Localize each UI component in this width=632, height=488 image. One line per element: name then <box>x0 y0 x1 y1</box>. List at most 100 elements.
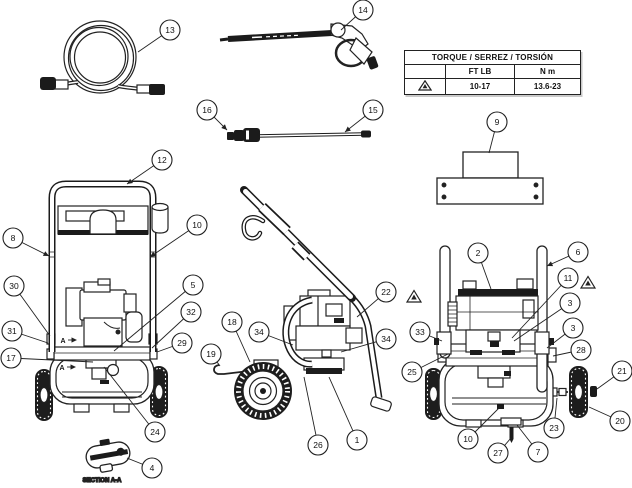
svg-text:17: 17 <box>6 353 16 363</box>
svg-text:26: 26 <box>313 440 323 450</box>
callout-28: 28 <box>552 339 592 361</box>
callout-13: 13 <box>137 19 181 53</box>
callout-24: 24 <box>103 366 166 443</box>
callout-20: 20 <box>588 406 631 432</box>
callout-18: 18 <box>221 311 251 363</box>
torque-table-col-nm: N m <box>514 64 581 79</box>
torque-value-ftlb: 10-17 <box>445 78 515 95</box>
callout-1: 1 <box>328 376 368 451</box>
callout-8: 8 <box>2 227 50 257</box>
svg-text:3: 3 <box>571 323 576 333</box>
svg-text:10: 10 <box>463 434 473 444</box>
svg-text:32: 32 <box>186 307 196 317</box>
svg-text:2: 2 <box>476 248 481 258</box>
svg-text:23: 23 <box>549 423 559 433</box>
torque-warning-icon <box>404 78 446 95</box>
section-detail-drawing: SECTION A-A <box>82 438 131 485</box>
callout-21: 21 <box>596 360 632 390</box>
torque-table-col-ftlb: FT LB <box>445 64 515 79</box>
svg-text:22: 22 <box>381 287 391 297</box>
callout-34: 34 <box>340 328 397 353</box>
svg-text:20: 20 <box>615 416 625 426</box>
callout-10: 10 <box>457 406 501 450</box>
callout-17: 17 <box>0 347 94 369</box>
warning-triangle-icon <box>405 289 423 303</box>
svg-text:4: 4 <box>150 463 155 473</box>
svg-text:10: 10 <box>192 220 202 230</box>
svg-text:34: 34 <box>381 334 391 344</box>
svg-text:6: 6 <box>576 247 581 257</box>
callout-26: 26 <box>303 376 329 456</box>
svg-text:11: 11 <box>564 273 573 283</box>
warning-triangle-icon <box>579 275 597 289</box>
svg-text:A: A <box>59 365 64 372</box>
warning-triangle-layer <box>405 275 597 303</box>
callout-12: 12 <box>126 149 173 185</box>
spray-gun-drawing <box>219 22 379 70</box>
torque-value-nm: 13.6-23 <box>514 78 581 95</box>
svg-text:24: 24 <box>150 427 160 437</box>
svg-text:25: 25 <box>407 367 417 377</box>
wand-drawing <box>227 128 371 142</box>
svg-text:3: 3 <box>568 298 573 308</box>
section-cut-marker: A <box>60 337 77 345</box>
callout-5: 5 <box>113 274 204 352</box>
callout-3: 3 <box>513 292 581 342</box>
callout-30: 30 <box>3 275 51 337</box>
callout-32: 32 <box>151 301 202 349</box>
svg-text:18: 18 <box>227 317 237 327</box>
callout-16: 16 <box>196 99 228 131</box>
svg-text:12: 12 <box>157 155 167 165</box>
callout-33: 33 <box>409 321 443 343</box>
callout-10: 10 <box>149 214 208 258</box>
callout-25: 25 <box>401 353 449 383</box>
svg-text:34: 34 <box>254 327 264 337</box>
svg-text:30: 30 <box>9 281 19 291</box>
svg-text:8: 8 <box>11 233 16 243</box>
svg-text:29: 29 <box>177 338 187 348</box>
torque-table: TORQUE / SERREZ / TORSIÓN FT LB N m 10-1… <box>404 50 581 95</box>
callout-3: 3 <box>546 317 584 349</box>
section-cut-marker: A <box>59 364 76 372</box>
torque-table-title: TORQUE / SERREZ / TORSIÓN <box>404 50 581 65</box>
svg-text:7: 7 <box>536 447 541 457</box>
svg-text:A: A <box>60 338 65 345</box>
svg-text:28: 28 <box>576 345 586 355</box>
callout-27: 27 <box>487 437 512 464</box>
section-marker-layer: AA <box>59 337 77 372</box>
svg-text:27: 27 <box>493 448 503 458</box>
callout-14: 14 <box>340 0 374 31</box>
svg-text:14: 14 <box>358 5 368 15</box>
mounting-plate-drawing <box>436 151 544 205</box>
svg-text:16: 16 <box>202 105 212 115</box>
callout-4: 4 <box>126 457 163 479</box>
svg-text:19: 19 <box>206 349 216 359</box>
callout-11: 11 <box>511 267 579 339</box>
svg-text:5: 5 <box>191 280 196 290</box>
hose-drawing <box>40 20 165 95</box>
callout-31: 31 <box>1 320 49 344</box>
callout-7: 7 <box>516 424 549 463</box>
callout-15: 15 <box>344 99 384 133</box>
callout-9: 9 <box>486 111 508 154</box>
svg-text:31: 31 <box>7 326 17 336</box>
callout-29: 29 <box>156 332 193 354</box>
callout-23: 23 <box>543 397 565 439</box>
callout-2: 2 <box>467 242 492 290</box>
svg-text:15: 15 <box>368 105 378 115</box>
svg-text:9: 9 <box>495 117 500 127</box>
callout-34: 34 <box>248 321 294 346</box>
front-view-drawing <box>35 180 169 421</box>
svg-text:1: 1 <box>355 435 360 445</box>
side-view-drawing <box>213 186 392 420</box>
callout-22: 22 <box>356 281 397 318</box>
svg-text:21: 21 <box>617 366 627 376</box>
callout-19: 19 <box>200 343 222 367</box>
section-label: SECTION A-A <box>83 478 122 484</box>
torque-table-symbol-header <box>404 64 446 79</box>
callout-6: 6 <box>546 241 589 267</box>
svg-text:33: 33 <box>415 327 425 337</box>
